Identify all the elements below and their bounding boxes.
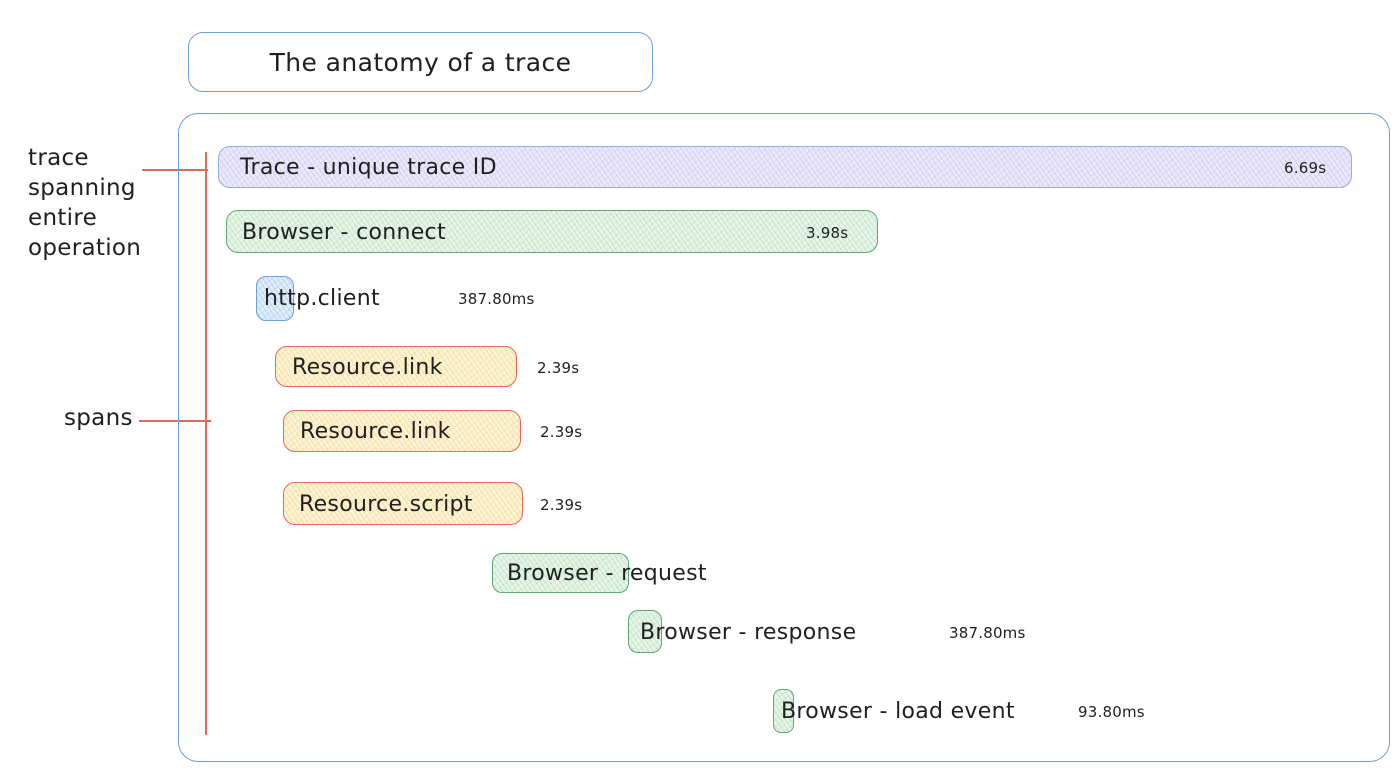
span-duration: 387.80ms <box>949 624 1026 642</box>
annotation-line: operation <box>28 235 142 261</box>
annotation-line: spanning <box>28 175 136 201</box>
span-http-client <box>256 276 294 321</box>
annotation-trace-spanning: trace spanning entire operation <box>28 143 141 263</box>
span-label: Resource.link <box>300 419 451 444</box>
span-resource-script <box>283 482 523 525</box>
span-duration: 2.39s <box>537 359 580 377</box>
trace-bar-duration: 6.69s <box>1284 159 1327 177</box>
span-browser-load-event <box>773 689 794 733</box>
annotation-line: trace <box>28 145 89 171</box>
trace-bar-label: Trace - unique trace ID <box>240 155 497 180</box>
diagram-title: The anatomy of a trace <box>269 47 572 77</box>
trace-bar <box>218 146 1352 188</box>
span-label: http.client <box>264 286 380 311</box>
span-duration: 3.98s <box>806 224 849 242</box>
span-browser-response <box>628 610 662 653</box>
span-resource-link-2 <box>283 410 521 452</box>
span-label: Browser - load event <box>781 699 1015 724</box>
span-browser-request <box>492 553 629 593</box>
span-label: Resource.link <box>292 355 443 380</box>
span-resource-link-1 <box>275 346 517 387</box>
span-duration: 2.39s <box>540 423 583 441</box>
title-box: The anatomy of a trace <box>188 32 653 92</box>
span-label: Browser - request <box>507 561 707 586</box>
span-label: Resource.script <box>299 492 473 517</box>
span-duration: 2.39s <box>540 496 583 514</box>
trace-pointer-line <box>142 169 208 171</box>
span-label: Browser - connect <box>242 220 446 245</box>
span-duration: 387.80ms <box>458 290 535 308</box>
spans-pointer-line <box>139 420 211 422</box>
spans-bracket-line <box>205 152 207 735</box>
annotation-line: entire <box>28 205 98 231</box>
annotation-spans: spans <box>64 405 133 431</box>
span-browser-connect <box>226 210 878 253</box>
trace-panel <box>178 113 1390 762</box>
span-duration: 93.80ms <box>1078 703 1145 721</box>
span-label: Browser - response <box>640 620 857 645</box>
